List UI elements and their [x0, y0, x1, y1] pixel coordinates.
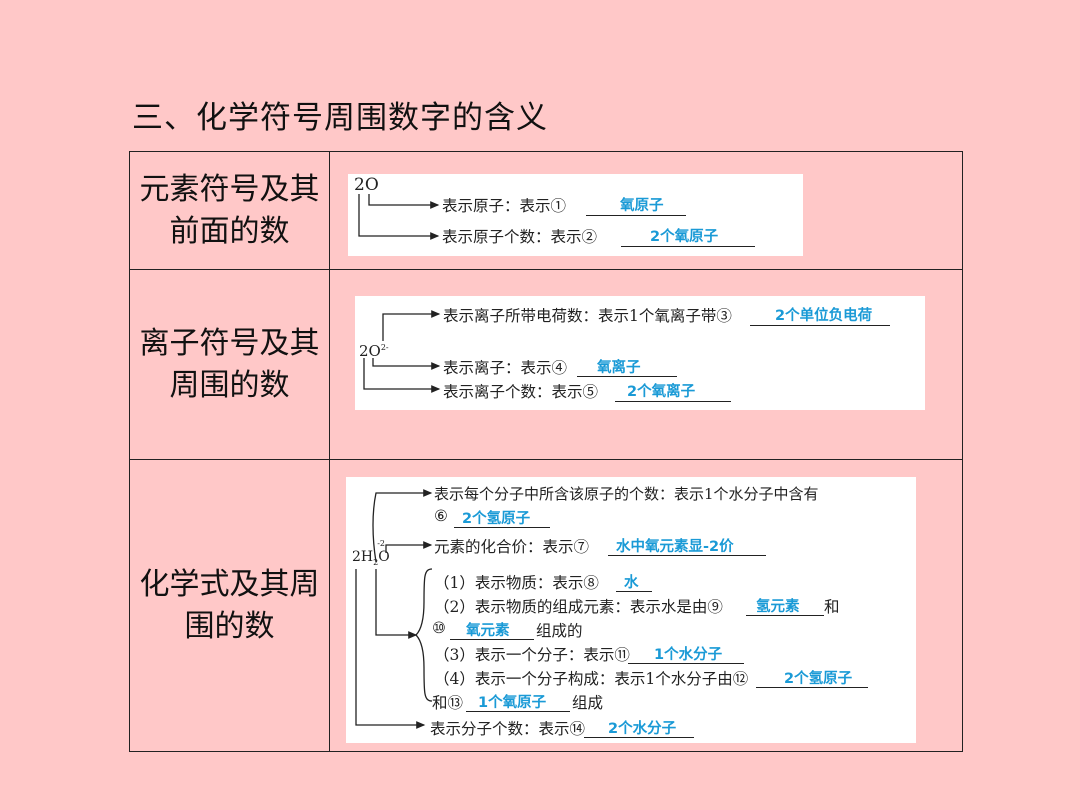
item-text: （3）表示一个分子：表示⑪: [434, 646, 630, 664]
answer-1: 氧原子: [620, 198, 664, 214]
item-text: 和⑬: [432, 694, 464, 712]
answer-underline: [746, 615, 824, 616]
bracket-arrows: [358, 194, 440, 240]
row-label-ion-symbol: 离子符号及其 周围的数: [129, 269, 330, 460]
label-line: 围的数: [184, 608, 275, 644]
answer-13: 1个氧原子: [478, 695, 547, 711]
ion-symbol-diagram: 2O2- 表示离子所带电荷数：表示1个氧离子带③ 2个单位负电荷 表示离子：表示…: [355, 296, 925, 410]
item-after-text: 组成的: [536, 622, 583, 640]
item-text: ⑥: [434, 507, 448, 525]
answer-underline: [608, 555, 766, 556]
cell-element-symbol: 2O 表示原子：表示① 氧原子 表示原子个数：表示② 2个氧原子: [329, 151, 963, 270]
formula-subscript: 2: [373, 557, 379, 567]
cell-ion-symbol: 2O2- 表示离子所带电荷数：表示1个氧离子带③ 2个单位负电荷 表示离子：表示…: [329, 269, 963, 460]
formula-text: 2O: [359, 342, 381, 360]
answer-underline: [466, 711, 570, 712]
answer-10: 氧元素: [466, 623, 510, 639]
answer-underline: [615, 401, 731, 402]
answer-9: 氢元素: [756, 599, 800, 615]
answer-14: 2个水分子: [608, 721, 677, 737]
item-text: 表示离子所带电荷数：表示1个氧离子带③: [443, 307, 732, 325]
item-text: ⑩: [432, 619, 446, 637]
item-text: 表示离子：表示④: [443, 359, 568, 377]
answer-underline: [454, 527, 550, 528]
label-line: 化学式及其周: [139, 566, 320, 602]
item-text: 表示原子：表示①: [442, 197, 567, 215]
item-text: 元素的化合价：表示⑦: [434, 538, 590, 556]
bracket-arrows: [363, 310, 441, 393]
answer-7: 水中氧元素显-2价: [616, 539, 734, 555]
answer-underline: [628, 663, 744, 664]
answer-underline: [450, 639, 534, 640]
item-text: （1）表示物质：表示⑧: [434, 574, 599, 592]
item-text: 表示离子个数：表示⑤: [443, 383, 599, 401]
formula-2o: 2O: [354, 175, 379, 195]
answer-underline: [584, 737, 694, 738]
label-line: 离子符号及其: [139, 325, 320, 361]
label-line: 周围的数: [169, 367, 290, 403]
answer-underline: [756, 687, 868, 688]
item-text: 表示原子个数：表示②: [442, 228, 598, 246]
answer-2: 2个氧原子: [650, 229, 719, 245]
answer-3: 2个单位负电荷: [775, 308, 873, 324]
meaning-table: 元素符号及其 前面的数 2O 表示原子：表示① 氧原子 表示原子个数：表示② 2…: [129, 151, 963, 752]
answer-5: 2个氧离子: [627, 384, 696, 400]
table-row-ion-symbol: 离子符号及其 周围的数 2O2- 表示离子所带电荷数：表示1个氧离子带③ 2个单…: [129, 269, 963, 460]
item-text: （4）表示一个分子构成：表示1个水分子由⑫: [434, 670, 749, 688]
formula-oxide-ion: 2O2-: [359, 342, 389, 360]
row-label-chemical-formula: 化学式及其周 围的数: [129, 459, 330, 752]
formula-valence: -2: [377, 539, 386, 548]
answer-underline: [750, 325, 890, 326]
item-text: 表示每个分子中所含该原子的个数：表示1个水分子中含有: [434, 485, 819, 503]
answer-underline: [586, 215, 686, 216]
answer-4: 氧离子: [597, 360, 641, 376]
element-symbol-diagram: 2O 表示原子：表示① 氧原子 表示原子个数：表示② 2个氧原子: [348, 174, 803, 256]
answer-underline: [616, 591, 652, 592]
answer-underline: [577, 376, 677, 377]
label-line: 元素符号及其: [139, 171, 320, 207]
answer-11: 1个水分子: [654, 647, 723, 663]
item-after-text: 和: [824, 598, 840, 616]
answer-underline: [621, 246, 755, 247]
answer-6: 2个氢原子: [462, 511, 531, 527]
formula-text: 2H: [352, 549, 374, 565]
item-text: 表示分子个数：表示⑭: [430, 720, 586, 738]
page-title: 三、化学符号周围数字的含义: [132, 100, 548, 136]
row-label-element-symbol: 元素符号及其 前面的数: [129, 151, 330, 270]
item-after-text: 组成: [572, 694, 604, 712]
answer-12: 2个氢原子: [784, 671, 853, 687]
formula-charge: 2-: [380, 343, 389, 352]
item-text: （2）表示物质的组成元素：表示水是由⑨: [434, 598, 723, 616]
answer-8: 水: [624, 575, 639, 591]
bracket-arrows: [355, 489, 433, 729]
table-row-element-symbol: 元素符号及其 前面的数 2O 表示原子：表示① 氧原子 表示原子个数：表示② 2…: [129, 151, 963, 270]
label-line: 前面的数: [169, 213, 290, 249]
